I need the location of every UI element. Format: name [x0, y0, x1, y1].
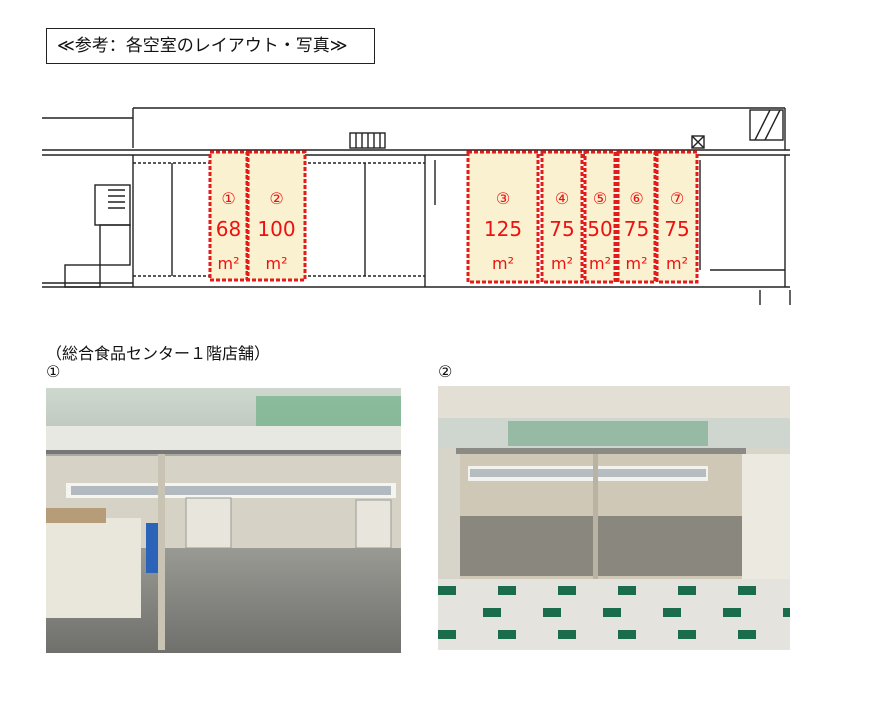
room-3-area: 125	[484, 217, 522, 241]
room-3-unit: m²	[492, 254, 514, 273]
room-6-unit: m²	[626, 254, 648, 273]
photo-label-2: ②	[438, 362, 453, 381]
room-1-num: ①	[221, 189, 235, 208]
photo-label-1: ①	[46, 362, 61, 381]
room-7-area: 75	[664, 217, 689, 241]
room-5-num: ⑤	[593, 189, 607, 208]
page-title: ≪参考：各空室のレイアウト・写真≫	[46, 28, 375, 64]
room-2-num: ②	[269, 189, 283, 208]
room-area-4	[540, 150, 584, 284]
room-area-7	[655, 150, 699, 284]
room-7-unit: m²	[666, 254, 688, 273]
room-1-unit: m²	[218, 254, 240, 273]
photo-room-2	[438, 386, 790, 650]
room-area-5	[583, 150, 617, 284]
room-5-area: 50	[587, 217, 612, 241]
room-3-num: ③	[496, 189, 510, 208]
floor-plan: ① 68 m² ② 100 m² ③ 125 m² ④ 75 m² ⑤ 50 m² ⑥ 75 m² ⑦ 75 m²	[42, 107, 791, 305]
room-5-unit: m²	[589, 254, 611, 273]
room-4-area: 75	[549, 217, 574, 241]
room-area-6	[616, 150, 657, 284]
floor-label: （総合食品センター１階店舗）	[46, 344, 271, 363]
room-area-3	[466, 150, 540, 284]
room-4-num: ④	[555, 189, 569, 208]
room-4-unit: m²	[551, 254, 573, 273]
room-1-area: 68	[216, 217, 241, 241]
photo-room-1	[46, 388, 401, 653]
room-area-2	[246, 150, 307, 282]
room-7-num: ⑦	[670, 189, 684, 208]
room-2-area: 100	[257, 217, 295, 241]
room-6-area: 75	[624, 217, 649, 241]
room-area-1	[208, 150, 249, 282]
room-6-num: ⑥	[629, 189, 643, 208]
room-2-unit: m²	[266, 254, 288, 273]
